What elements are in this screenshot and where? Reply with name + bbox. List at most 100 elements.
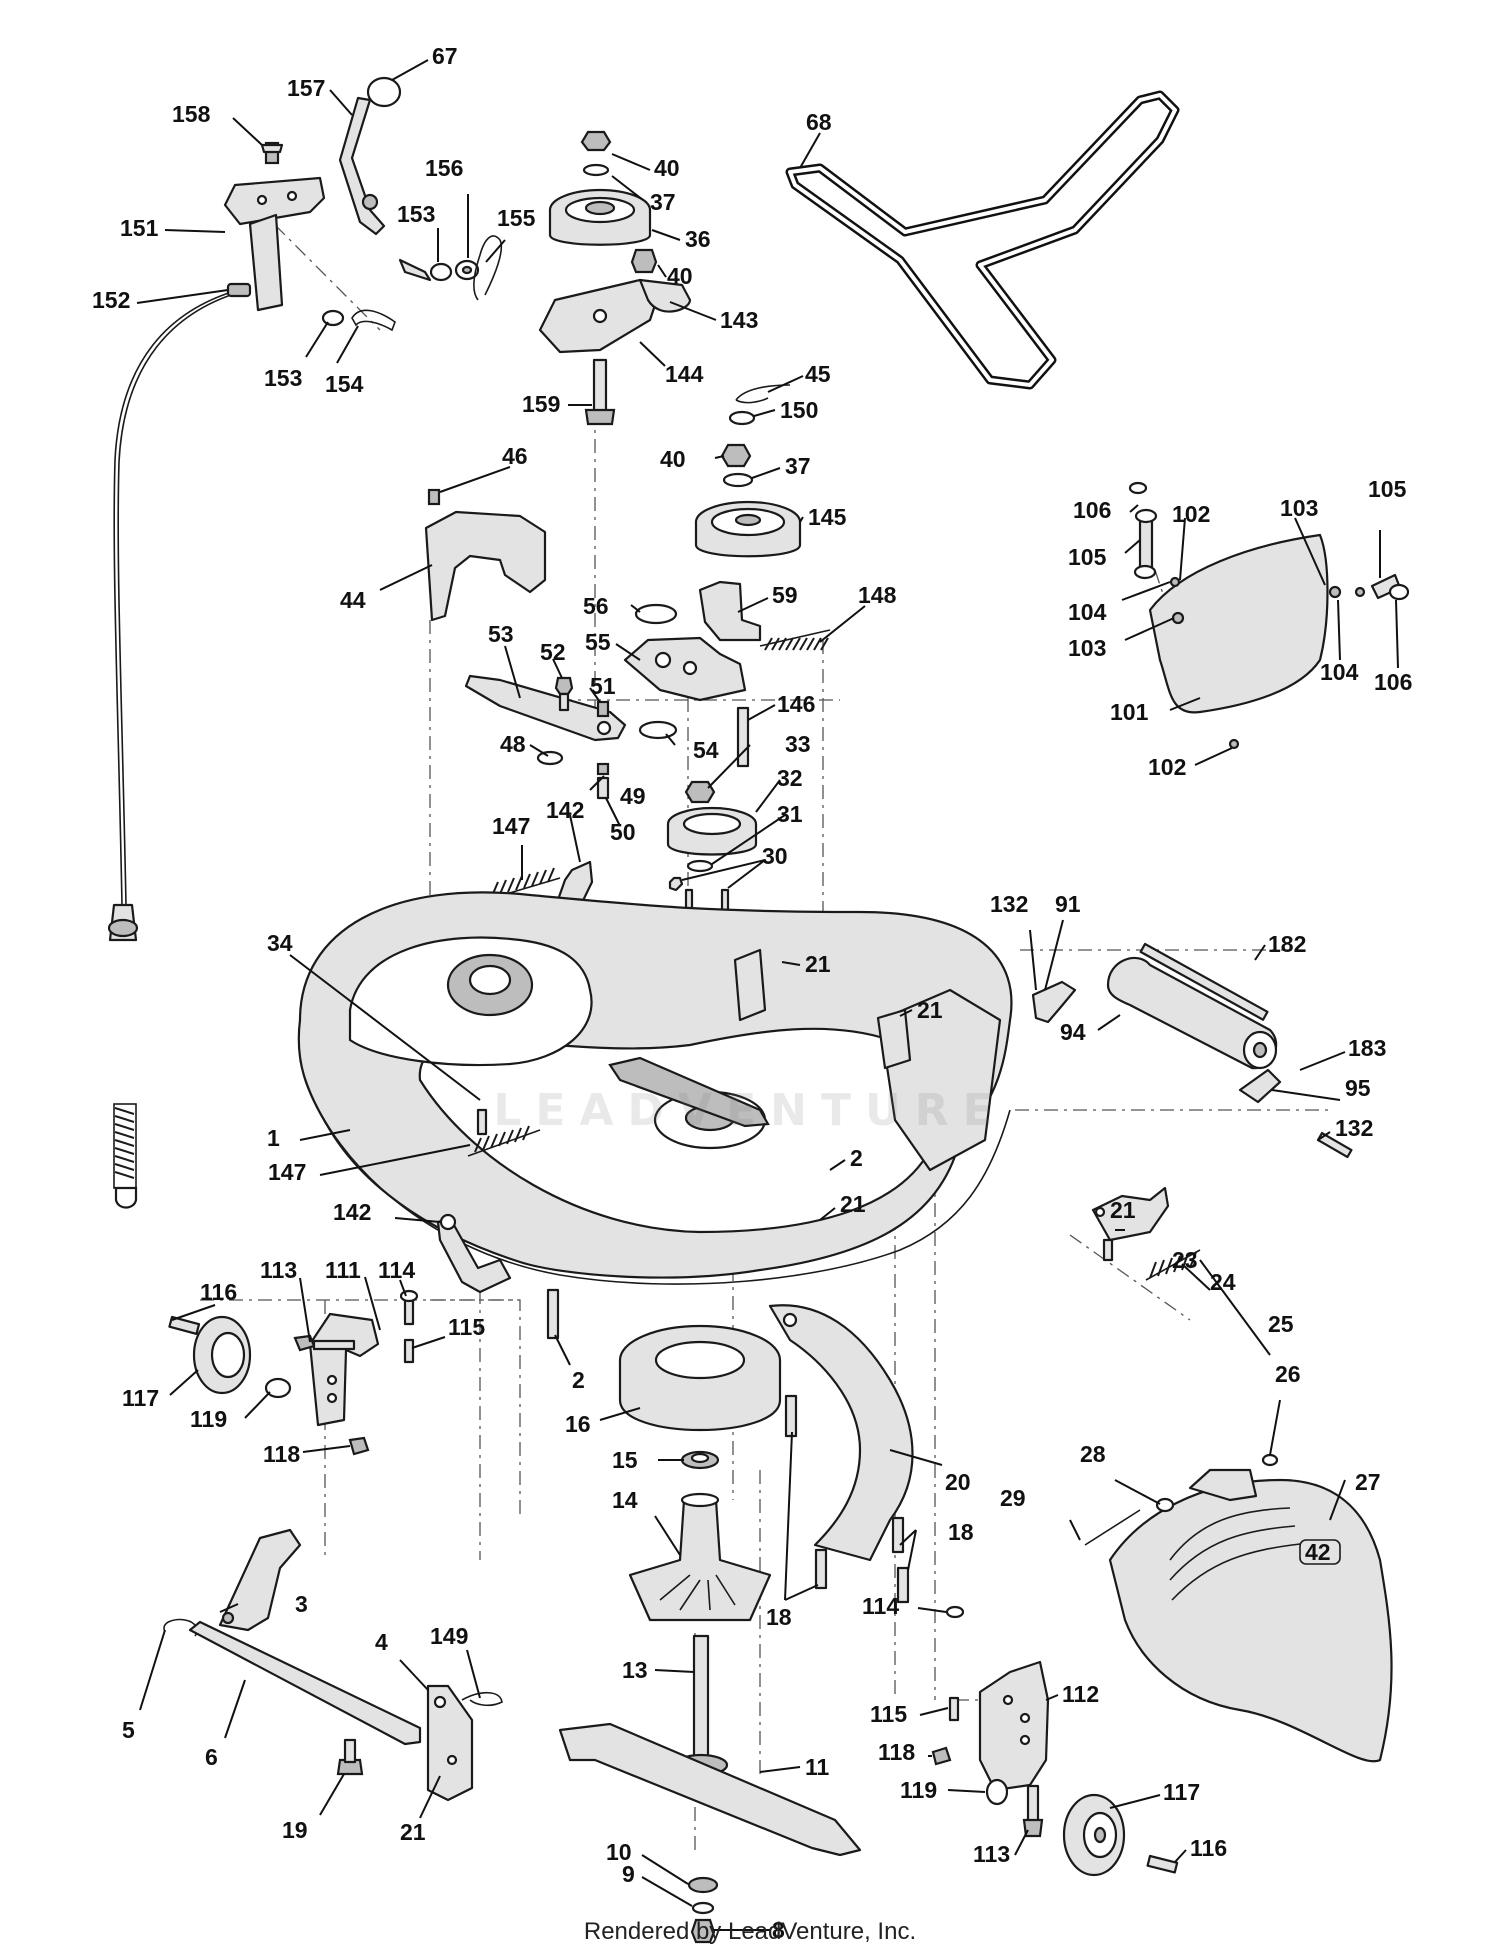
callout-9: 9: [622, 1861, 635, 1887]
drive-belt: [785, 90, 1180, 390]
callout-150: 150: [780, 397, 818, 423]
callout-113b: 113: [973, 1841, 1010, 1867]
callout-146: 146: [777, 691, 815, 717]
callout-8: 8: [772, 1917, 785, 1943]
callout-24: 24: [1210, 1269, 1236, 1295]
idler-pulley-assembly: [538, 130, 692, 426]
callout-142a: 142: [546, 797, 584, 823]
callout-31: 31: [777, 801, 803, 827]
callout-144: 144: [665, 361, 704, 387]
callout-54: 54: [693, 737, 719, 763]
callout-142b: 142: [333, 1199, 371, 1225]
callout-105b: 105: [1368, 476, 1407, 502]
callout-4: 4: [375, 1629, 388, 1655]
callout-1: 1: [267, 1125, 280, 1151]
callout-117b: 117: [1163, 1779, 1200, 1805]
callout-118a: 118: [263, 1441, 300, 1467]
callout-106a: 106: [1073, 497, 1111, 523]
callout-116a: 116: [200, 1279, 237, 1305]
callout-148: 148: [858, 582, 897, 608]
callout-18a: 18: [948, 1519, 974, 1545]
callout-51: 51: [590, 673, 616, 699]
callout-153: 153: [264, 365, 302, 391]
callout-102a: 102: [1172, 501, 1210, 527]
callout-143: 143: [720, 307, 758, 333]
callout-153b: 153: [397, 201, 435, 227]
callout-21a: 21: [805, 951, 831, 977]
callout-13: 13: [622, 1657, 648, 1683]
callout-21b: 21: [917, 997, 943, 1023]
callout-40c: 40: [660, 446, 686, 472]
deck-badge-text: 42: [1305, 1539, 1331, 1565]
callout-67: 67: [432, 43, 458, 69]
callout-56: 56: [583, 593, 609, 619]
callout-40b: 40: [667, 263, 693, 289]
callout-104b: 104: [1320, 659, 1359, 685]
deck-lift-linkage: [163, 1528, 503, 1802]
callout-33: 33: [785, 731, 811, 757]
callout-59: 59: [772, 582, 798, 608]
mower-deck: [297, 891, 1013, 1285]
discharge-chute: 42: [1084, 1186, 1393, 1763]
callout-48: 48: [500, 731, 526, 757]
callout-6: 6: [205, 1744, 218, 1770]
blade-spindle-assembly: [546, 1288, 862, 1944]
callout-182: 182: [1268, 931, 1306, 957]
callout-2b: 2: [572, 1367, 585, 1393]
callout-113a: 113: [260, 1257, 297, 1283]
callout-147b: 147: [268, 1159, 306, 1185]
callout-116b: 116: [1190, 1835, 1227, 1861]
watermark: LEADVENTURE: [493, 1085, 1007, 1136]
callout-106b: 106: [1374, 669, 1412, 695]
callout-55: 55: [585, 629, 611, 655]
callout-14: 14: [612, 1487, 638, 1513]
callout-183: 183: [1348, 1035, 1386, 1061]
callout-103a: 103: [1280, 495, 1318, 521]
center-pulley-stack: [623, 384, 831, 936]
callout-104a: 104: [1068, 599, 1107, 625]
callout-115a: 115: [448, 1314, 485, 1340]
callout-117a: 117: [122, 1385, 159, 1411]
engagement-lever-assembly: [107, 76, 503, 1209]
rendered-by-footer: Rendered by LeadVenture, Inc.: [583, 1918, 917, 1945]
callout-159: 159: [522, 391, 560, 417]
callout-46: 46: [502, 443, 528, 469]
callout-11: 11: [805, 1754, 830, 1780]
callout-91: 91: [1055, 891, 1081, 917]
right-gauge-wheel-assembly: [931, 1605, 1179, 1877]
belt-keeper: [424, 488, 547, 622]
callout-103b: 103: [1068, 635, 1106, 661]
callout-27: 27: [1355, 1469, 1381, 1495]
callout-10: 10: [606, 1839, 632, 1865]
callout-16: 16: [565, 1411, 591, 1437]
callout-28: 28: [1080, 1441, 1106, 1467]
callout-111: 111: [325, 1257, 361, 1283]
callout-149: 149: [430, 1623, 468, 1649]
callout-114a: 114: [378, 1257, 415, 1283]
callout-101: 101: [1110, 699, 1149, 725]
callout-105a: 105: [1068, 544, 1107, 570]
left-gauge-wheel-assembly: [168, 1213, 512, 1456]
callout-3: 3: [295, 1591, 308, 1617]
callout-132b: 132: [1335, 1115, 1373, 1141]
callout-114b: 114: [862, 1593, 899, 1619]
callout-15: 15: [612, 1447, 638, 1473]
callout-95: 95: [1345, 1075, 1371, 1101]
callout-37a: 37: [650, 189, 676, 215]
callout-112: 112: [1062, 1681, 1099, 1707]
callout-5: 5: [122, 1717, 135, 1743]
callout-102b: 102: [1148, 754, 1186, 780]
callout-34: 34: [267, 930, 293, 956]
callout-52: 52: [540, 639, 566, 665]
callout-147a: 147: [492, 813, 530, 839]
callout-23: 23: [1172, 1247, 1198, 1273]
callout-labels: 67 157 158 151 152 153 154 153 156 155 4…: [92, 43, 1412, 1943]
callout-40a: 40: [654, 155, 680, 181]
callout-155: 155: [497, 205, 536, 231]
callout-44: 44: [340, 587, 366, 613]
callout-37b: 37: [785, 453, 811, 479]
callout-21c: 21: [840, 1191, 866, 1217]
callout-18b: 18: [766, 1604, 792, 1630]
callout-21e: 21: [400, 1819, 426, 1845]
